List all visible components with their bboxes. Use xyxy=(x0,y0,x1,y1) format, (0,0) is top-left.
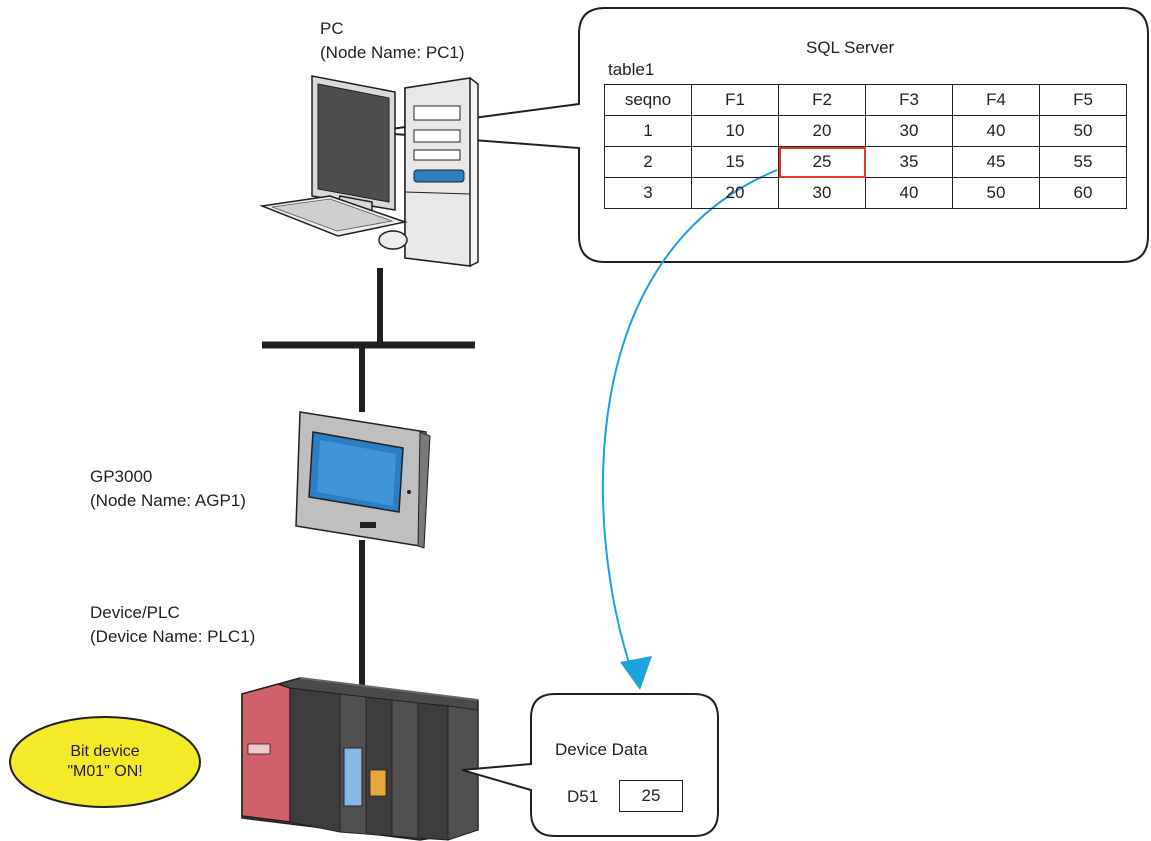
sql-server-title: SQL Server xyxy=(806,38,895,57)
sql-table: seqno F1 F2 F3 F4 F5 1 10 20 30 40 50 2 … xyxy=(604,84,1127,209)
table-cell: 20 xyxy=(691,177,779,209)
table-cell: 2 xyxy=(604,146,692,178)
bubble-line-2: "M01" ON! xyxy=(67,763,143,780)
table-cell: 50 xyxy=(1039,115,1127,147)
table-cell: 50 xyxy=(952,177,1040,209)
device-data-title: Device Data xyxy=(555,740,648,759)
plc-device-name: (Device Name: PLC1) xyxy=(90,627,256,646)
table-cell: 40 xyxy=(952,115,1040,147)
table-row: 1 10 20 30 40 50 xyxy=(604,115,1127,147)
transfer-arrow xyxy=(601,169,778,681)
gp3000-panel-icon xyxy=(295,411,431,549)
device-register-label: D51 xyxy=(567,787,599,806)
table-header-cell: F1 xyxy=(691,84,779,116)
table-cell: 45 xyxy=(952,146,1040,178)
plc-label: Device/PLC xyxy=(90,603,180,622)
plc-rack-icon xyxy=(241,677,479,841)
table-cell: 20 xyxy=(778,115,866,147)
table-header-cell: F4 xyxy=(952,84,1040,116)
gp3000-node-name: (Node Name: AGP1) xyxy=(90,491,246,510)
highlighted-cell: 25 xyxy=(778,146,866,178)
table-cell: 1 xyxy=(604,115,692,147)
bit-device-bubble-shape xyxy=(9,716,201,808)
table-cell: 55 xyxy=(1039,146,1127,178)
table-cell: 30 xyxy=(778,177,866,209)
table-row: 2 15 25 35 45 55 xyxy=(604,146,1127,178)
pc-node-name: (Node Name: PC1) xyxy=(320,43,465,62)
device-data-callout-frame xyxy=(461,693,719,837)
table-header-cell: F2 xyxy=(778,84,866,116)
table-header-cell: seqno xyxy=(604,84,692,116)
table-cell: 3 xyxy=(604,177,692,209)
gp3000-label: GP3000 xyxy=(90,467,153,486)
transfer-arrowhead xyxy=(620,656,652,690)
table-cell: 40 xyxy=(865,177,953,209)
table-cell: 30 xyxy=(865,115,953,147)
table-cell: 10 xyxy=(691,115,779,147)
bubble-line-1: Bit device xyxy=(70,743,140,760)
pc-icon xyxy=(259,75,479,267)
table-cell: 35 xyxy=(865,146,953,178)
table-header-row: seqno F1 F2 F3 F4 F5 xyxy=(604,84,1127,116)
table-header-cell: F5 xyxy=(1039,84,1127,116)
table-header-cell: F3 xyxy=(865,84,953,116)
table-cell: 60 xyxy=(1039,177,1127,209)
pc-label: PC xyxy=(320,19,344,38)
sql-table-name: table1 xyxy=(608,60,655,79)
table-cell: 15 xyxy=(691,146,779,178)
device-register-value: 25 xyxy=(619,780,683,812)
table-row: 3 20 30 40 50 60 xyxy=(604,177,1127,209)
